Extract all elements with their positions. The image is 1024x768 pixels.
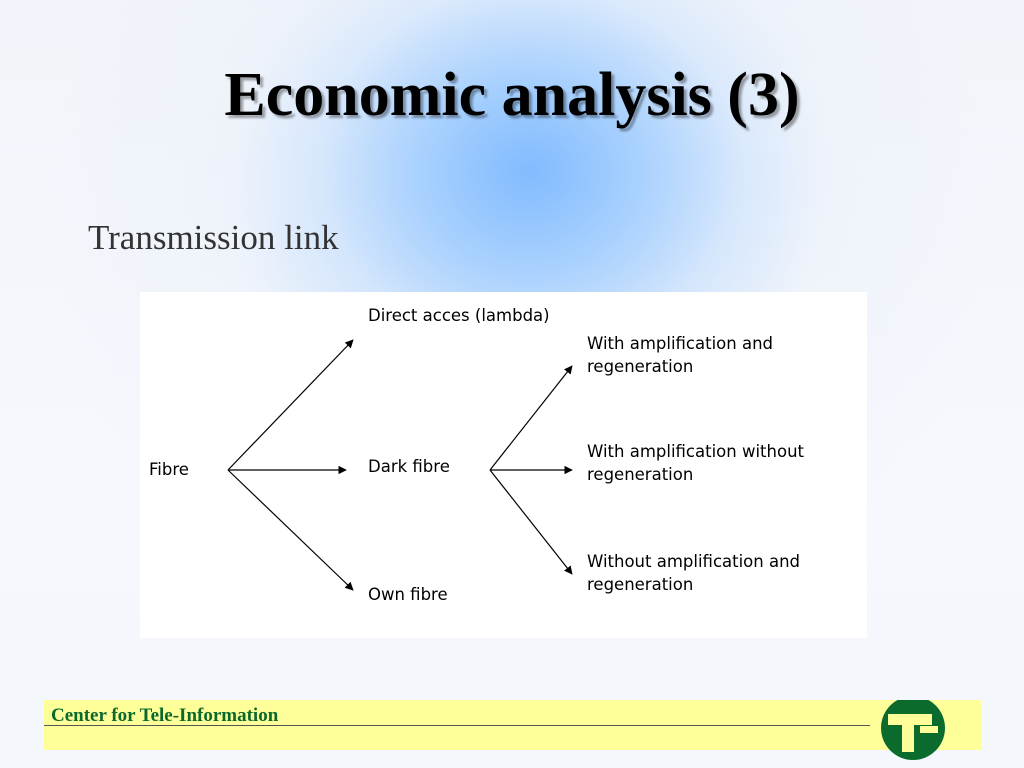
node-fibre: Fibre <box>149 460 189 479</box>
node-amp-regen-line1: With amplification and <box>587 334 774 353</box>
arrow-dark-to-bottom <box>489 469 573 575</box>
footer-org-name: Center for Tele-Information <box>51 705 279 726</box>
arrow-fibre-to-own <box>227 469 354 591</box>
slide-title: Economic analysis (3) <box>224 61 800 129</box>
tree-diagram: Fibre Direct acces (lambda) Dark fibre O… <box>140 292 867 638</box>
node-own-fibre: Own fibre <box>368 585 448 604</box>
cti-logo-icon <box>881 700 945 760</box>
node-amp-no-regen: With amplification without regeneration <box>587 440 804 486</box>
node-amp-regen-line2: regeneration <box>587 357 694 376</box>
diagram-arrows <box>227 339 573 591</box>
footer-divider <box>44 725 870 726</box>
node-dark-fibre: Dark fibre <box>368 457 450 476</box>
footer-bar: Center for Tele-Information <box>44 700 981 760</box>
node-no-amp-regen-line2: regeneration <box>587 575 694 594</box>
node-amp-no-regen-line1: With amplification without <box>587 442 804 461</box>
node-no-amp-regen: Without amplification and regeneration <box>587 550 800 596</box>
node-amp-regen: With amplification and regeneration <box>587 332 773 378</box>
arrow-fibre-to-direct <box>227 339 354 471</box>
node-amp-no-regen-line2: regeneration <box>587 465 694 484</box>
arrow-dark-to-top <box>489 365 573 471</box>
node-direct-access: Direct acces (lambda) <box>368 306 550 325</box>
slide-subtitle: Transmission link <box>88 218 339 257</box>
node-no-amp-regen-line1: Without amplification and <box>587 552 801 571</box>
